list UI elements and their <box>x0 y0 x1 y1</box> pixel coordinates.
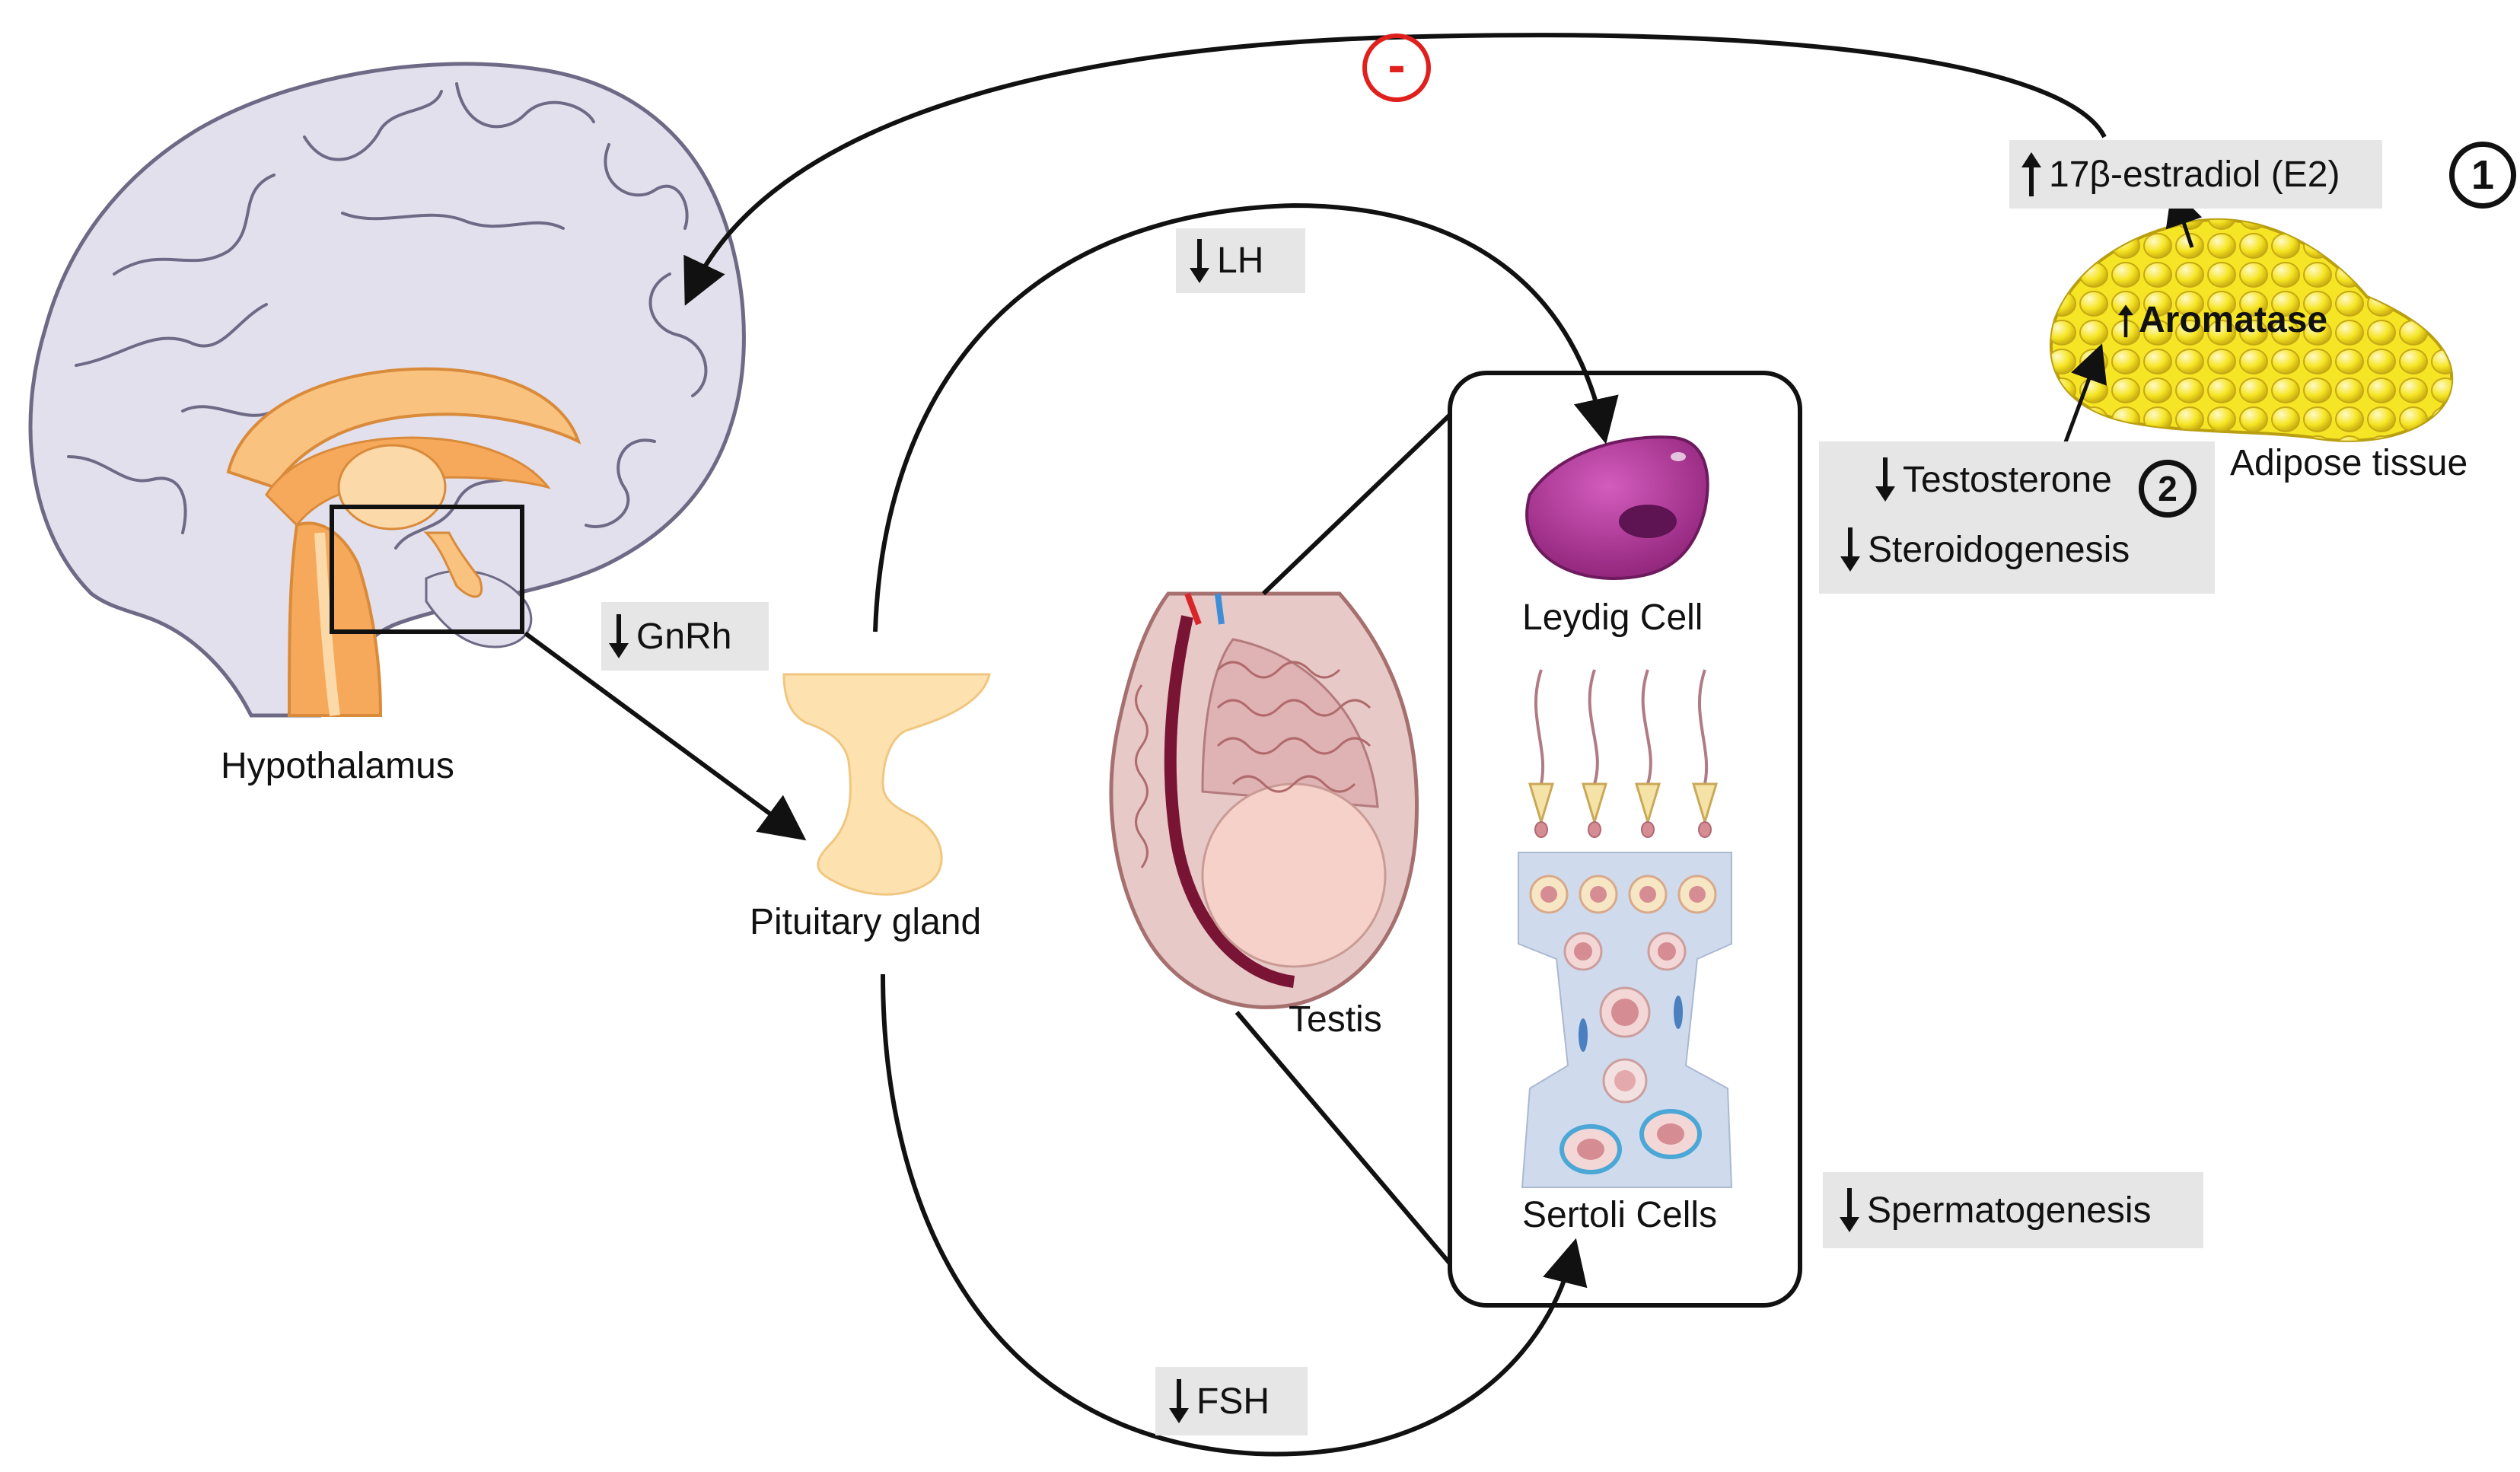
hypothalamus-highlight-box <box>330 505 524 634</box>
step-one-marker: 1 <box>2449 142 2516 209</box>
brain-illustration <box>28 62 746 718</box>
aromatase-label: Aromatase <box>2116 301 2327 340</box>
sertoli-cells-illustration <box>1518 669 1733 1188</box>
down-arrow-icon <box>1840 1188 1859 1232</box>
pituitary-gland-illustration <box>782 673 991 896</box>
leydig-cell-label: Leydig Cell <box>1522 597 1703 638</box>
adipose-tissue-illustration <box>2050 218 2454 442</box>
aromatase-text: Aromatase <box>2139 300 2328 340</box>
lh-text: LH <box>1217 241 1264 281</box>
fsh-box: FSH <box>1155 1367 1308 1435</box>
sertoli-cells-label: Sertoli Cells <box>1522 1195 1718 1235</box>
testis-label: Testis <box>1289 999 1382 1040</box>
lh-arrow <box>873 202 1619 632</box>
spermatogenesis-box: Spermatogenesis <box>1823 1172 2203 1248</box>
zoom-line-top <box>1261 413 1452 596</box>
steroidogenesis-text: Steroidogenesis <box>1868 529 2130 570</box>
adipose-to-estradiol-arrow <box>2165 187 2203 248</box>
down-arrow-icon <box>1875 457 1895 502</box>
adipose-tissue-label: Adipose tissue <box>2230 443 2468 483</box>
up-arrow-icon <box>2021 152 2041 196</box>
gnrh-text: GnRh <box>636 616 732 657</box>
down-arrow-icon <box>609 614 629 658</box>
up-arrow-icon <box>2118 304 2133 338</box>
testis-illustration <box>1109 591 1419 1009</box>
leydig-cell-illustration <box>1525 435 1709 581</box>
testosterone-text: Testosterone <box>1903 459 2112 500</box>
down-arrow-icon <box>1190 238 1209 283</box>
pituitary-gland-label: Pituitary gland <box>750 902 982 942</box>
down-arrow-icon <box>1169 1379 1189 1423</box>
lh-box: LH <box>1176 228 1305 293</box>
testosterone-steroidogenesis-box: Testosterone Steroidogenesis <box>1819 441 2215 594</box>
zoom-line-bottom <box>1235 1011 1452 1265</box>
testis-cells-box <box>1448 371 1802 1308</box>
negative-sign: - <box>1387 35 1406 94</box>
negative-feedback-arrow <box>683 33 2107 306</box>
estradiol-box: 17β-estradiol (E2) <box>2009 140 2382 209</box>
negative-feedback-symbol: - <box>1362 33 1431 102</box>
spermatogenesis-text: Spermatogenesis <box>1867 1190 2152 1231</box>
gnrh-arrow <box>524 631 807 841</box>
down-arrow-icon <box>1840 527 1860 572</box>
estradiol-text: 17β-estradiol (E2) <box>2049 154 2340 195</box>
hypothalamus-label: Hypothalamus <box>221 746 454 786</box>
fsh-arrow <box>881 973 1588 1457</box>
fsh-text: FSH <box>1196 1381 1270 1422</box>
step-two-marker: 2 <box>2139 460 2197 518</box>
gnrh-box: GnRh <box>601 602 769 671</box>
